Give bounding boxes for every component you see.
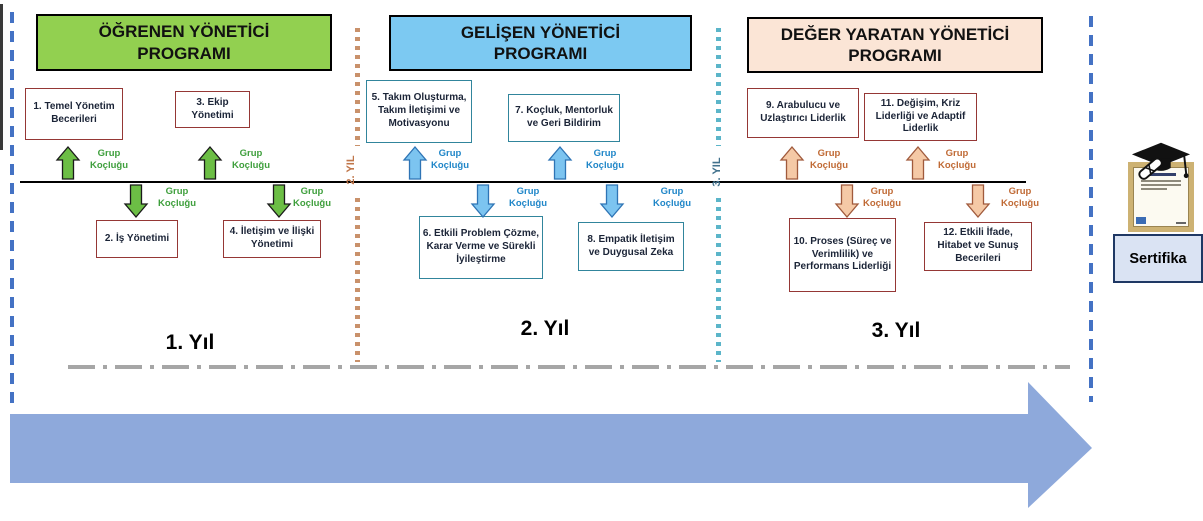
coaching-label-9: Grup Koçluğu: [810, 148, 848, 171]
coaching-label-1: Grup Koçluğu: [90, 148, 128, 171]
coaching-arrow-up-3: [198, 146, 222, 180]
certificate-text-line: [1141, 188, 1167, 190]
coaching-arrow-down-2: [124, 184, 148, 218]
program-2-title: GELİŞEN YÖNETİCİ PROGRAMI: [460, 22, 621, 63]
program-3-header: DEĞER YARATAN YÖNETİCİ PROGRAMI: [747, 17, 1043, 73]
start-boundary-dashed-line: [10, 12, 14, 410]
topic-box-6: 6. Etkili Problem Çözme, Karar Verme ve …: [419, 216, 543, 279]
divider-year2-bottom: [355, 198, 360, 362]
program-3-title: DEĞER YARATAN YÖNETİCİ PROGRAMI: [780, 24, 1010, 65]
topic-box-2: 2. İş Yönetimi: [96, 220, 178, 258]
program-1-title: ÖĞRENEN YÖNETİCİ PROGRAMI: [98, 22, 270, 63]
topic-box-7: 7. Koçluk, Mentorluk ve Geri Bildirim: [508, 94, 620, 142]
end-boundary-dashed-line: [1089, 16, 1093, 402]
coaching-arrow-up-1: [56, 146, 80, 180]
sertifika-label: Sertifika: [1113, 234, 1203, 283]
coaching-label-3: Grup Koçluğu: [232, 148, 270, 171]
topic-box-12: 12. Etkili İfade, Hitabet ve Sunuş Becer…: [924, 222, 1032, 271]
year-label-2: 2. Yıl: [520, 317, 570, 340]
coaching-arrow-up-11: [906, 146, 930, 180]
topic-box-8: 8. Empatik İletişim ve Duygusal Zeka: [578, 222, 684, 271]
topic-box-4: 4. İletişim ve İlişki Yönetimi: [223, 220, 321, 258]
graduation-cap-icon: [1131, 142, 1191, 180]
coaching-arrow-up-7: [548, 146, 572, 180]
coaching-label-10: Grup Koçluğu: [863, 186, 901, 209]
left-edge-line: [0, 4, 3, 150]
certificate-text-line: [1141, 180, 1181, 182]
topic-box-9: 9. Arabulucu ve Uzlaştırıcı Liderlik: [747, 88, 859, 138]
year-label-1: 1. Yıl: [165, 331, 215, 354]
topic-box-3: 3. Ekip Yönetimi: [175, 91, 250, 128]
coaching-label-8: Grup Koçluğu: [653, 186, 691, 209]
program-2-header: GELİŞEN YÖNETİCİ PROGRAMI: [389, 15, 692, 71]
coaching-label-2: Grup Koçluğu: [158, 186, 196, 209]
timeline-line: [20, 181, 1026, 183]
year-label-3: 3. Yıl: [871, 319, 921, 342]
divider-year3-bottom: [716, 198, 721, 362]
divider-year3-top: [716, 28, 721, 146]
coaching-label-5: Grup Koçluğu: [431, 148, 469, 171]
coaching-label-11: Grup Koçluğu: [938, 148, 976, 171]
timeline-progress-arrow: [10, 382, 1092, 508]
topic-box-11: 11. Değişim, Kriz Liderliği ve Adaptif L…: [864, 93, 977, 141]
coaching-arrow-down-8: [600, 184, 624, 218]
coaching-arrow-down-12: [966, 184, 990, 218]
topic-box-5: 5. Takım Oluşturma, Takım İletişimi ve M…: [366, 80, 472, 143]
topic-box-10: 10. Proses (Süreç ve Verimlilik) ve Perf…: [789, 218, 896, 292]
coaching-label-12: Grup Koçluğu: [1001, 186, 1039, 209]
phase-separator-line: [68, 365, 1070, 369]
divider-year2-top: [355, 28, 360, 146]
coaching-label-4: Grup Koçluğu: [293, 186, 331, 209]
certificate-signature: [1176, 216, 1186, 224]
certificate-image: [1126, 140, 1198, 234]
divider-year3-label: 3. YIL: [711, 157, 723, 187]
coaching-label-7: Grup Koçluğu: [586, 148, 624, 171]
topic-box-1: 1. Temel Yönetim Becerileri: [25, 88, 123, 140]
coaching-arrow-down-6: [471, 184, 495, 218]
certificate-text-line: [1141, 184, 1181, 186]
divider-year2-label: 2. YIL: [345, 155, 357, 185]
program-1-header: ÖĞRENEN YÖNETİCİ PROGRAMI: [36, 14, 332, 71]
certificate-seal: [1136, 217, 1146, 224]
coaching-label-6: Grup Koçluğu: [509, 186, 547, 209]
certificate-title-line: [1146, 173, 1176, 176]
